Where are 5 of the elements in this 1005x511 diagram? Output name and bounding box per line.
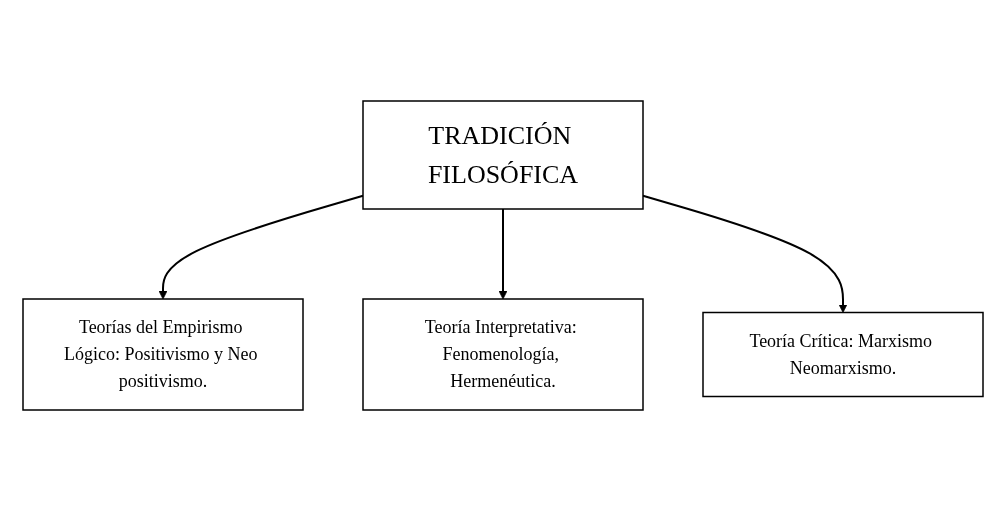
arrow <box>498 208 507 300</box>
node-box: Teorías del Empirismo Lógico: Positivismo y Neo positivismo. <box>21 298 304 411</box>
node-box: TRADICIÓN FILOSÓFICA <box>361 100 644 210</box>
node-box: Teoría Crítica: Marxismo Neomarxismo. <box>701 311 984 398</box>
node-box: Teoría Interpretativa: Fenomenología, Hermenéutica. <box>361 298 644 411</box>
